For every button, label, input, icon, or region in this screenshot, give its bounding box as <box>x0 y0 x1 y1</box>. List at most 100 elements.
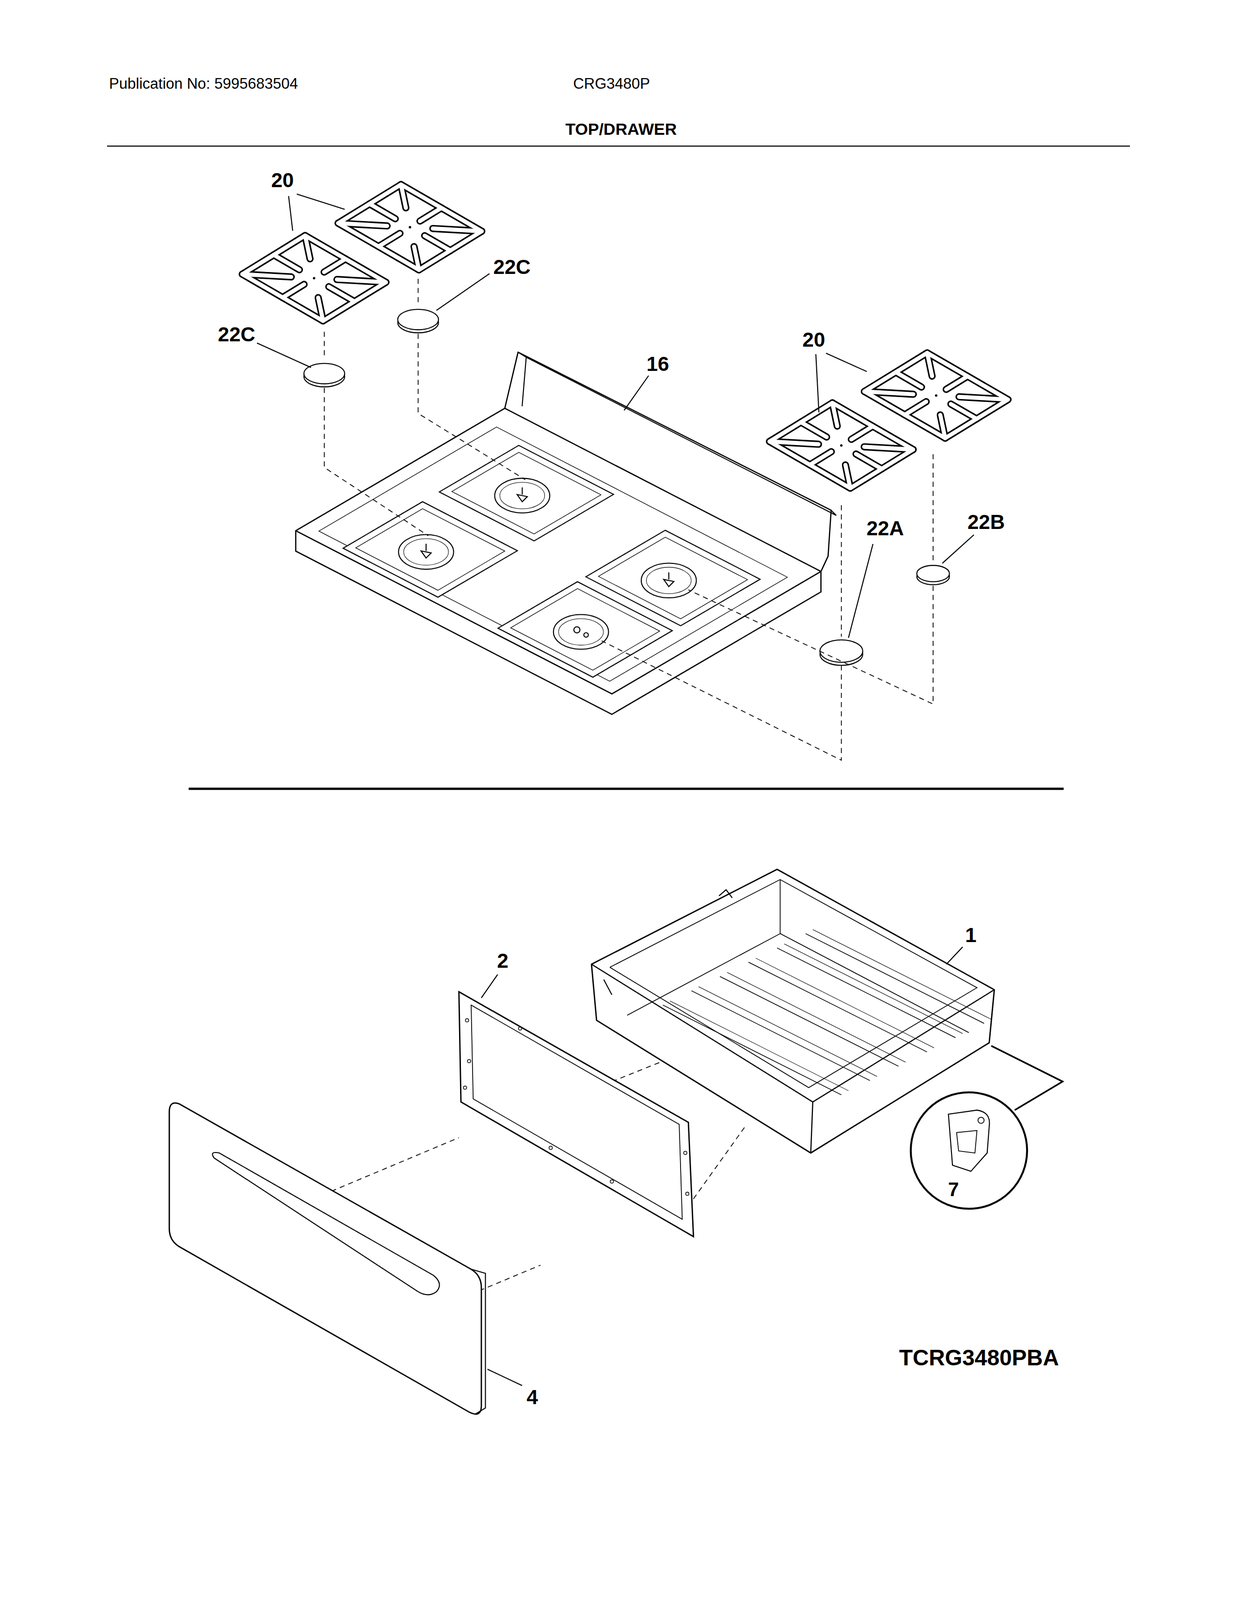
leader-line <box>624 375 649 411</box>
assembly-line <box>324 387 429 536</box>
callout-number: 20 <box>802 328 826 351</box>
grate-finger <box>369 203 396 219</box>
drawer-rib <box>812 929 992 1019</box>
callout-number: 22A <box>866 517 904 540</box>
burner-cap <box>397 309 439 330</box>
grate-finger <box>424 235 451 251</box>
grate-finger <box>800 422 827 438</box>
burner-grate <box>242 235 386 321</box>
cooktop-inner-edge <box>318 427 788 682</box>
burner-well-inner <box>598 537 748 619</box>
leader-line <box>481 974 498 998</box>
grate-finger <box>950 403 977 419</box>
screw-hole <box>467 1059 471 1063</box>
igniter <box>584 632 589 637</box>
burner-head <box>553 614 609 650</box>
leader-line <box>436 273 490 311</box>
grate-finger <box>338 222 388 226</box>
assembly-line <box>840 505 842 637</box>
igniter <box>573 626 581 634</box>
assembly-line <box>417 278 419 307</box>
grate-finger <box>809 451 832 465</box>
clip-body <box>948 1109 990 1172</box>
clip-hole <box>978 1116 985 1124</box>
screw-hole <box>463 1085 467 1090</box>
grate-frame <box>338 184 482 270</box>
grate-frame <box>864 352 1008 439</box>
grate-finger <box>338 222 388 226</box>
assembly-line <box>323 331 325 360</box>
leader-line <box>815 354 819 413</box>
callout-number: 22C <box>493 255 531 279</box>
burner-cap <box>820 639 863 663</box>
grate-finger <box>305 235 311 259</box>
grate-finger <box>419 207 442 222</box>
grate-center <box>839 443 843 447</box>
leader-line <box>848 543 873 638</box>
assembly-line <box>693 1126 745 1199</box>
grate-finger <box>336 279 386 283</box>
header-rule <box>107 145 1130 147</box>
burner-cap <box>916 565 950 582</box>
grate-finger <box>809 451 832 465</box>
grate-finger <box>378 233 400 247</box>
grate-finger <box>378 233 400 247</box>
publication-number: Publication No: 5995683504 <box>109 75 299 92</box>
screw-hole <box>465 1018 469 1022</box>
grate-center <box>934 394 938 397</box>
drawer-rib <box>669 1000 849 1091</box>
detail-leader <box>991 1045 1063 1110</box>
grate-frame <box>242 235 386 321</box>
grate-finger <box>946 376 968 390</box>
cooktop-surface <box>295 408 822 694</box>
grate-center <box>312 276 316 280</box>
drawer-rim <box>609 879 977 1088</box>
drawer-rib <box>727 972 906 1062</box>
grate-finger <box>946 376 968 390</box>
grate-center <box>408 225 412 229</box>
grate-finger <box>895 372 922 388</box>
igniter <box>421 543 432 558</box>
leader-line <box>487 1368 523 1386</box>
burner-ring <box>499 482 545 509</box>
grate-finger <box>940 414 946 439</box>
grate-finger <box>328 286 355 302</box>
leader-line <box>256 342 312 367</box>
igniter <box>663 571 674 587</box>
grate-finger <box>324 258 346 272</box>
burner-well-inner <box>355 508 506 590</box>
burner-well-inner <box>451 452 602 534</box>
drawer-rib <box>748 962 927 1052</box>
burner-well <box>439 445 614 541</box>
assembly-line <box>418 333 526 480</box>
grate-finger <box>424 235 451 251</box>
grate-finger <box>927 352 933 377</box>
grate-finger <box>317 297 323 321</box>
burner-grate <box>769 402 914 489</box>
grate-finger <box>282 284 304 298</box>
grate-finger <box>950 403 977 419</box>
grate-finger <box>800 422 827 438</box>
grate-finger <box>895 372 922 388</box>
burner-head <box>398 534 454 570</box>
grate-frame <box>769 402 914 489</box>
grate-frame <box>338 184 482 270</box>
grate-finger <box>242 273 292 277</box>
grate-finger <box>855 453 882 469</box>
grate-finger <box>864 446 914 450</box>
grate-finger <box>851 426 873 440</box>
callout-number: 20 <box>270 169 294 192</box>
figure-code: TCRG3480PBA <box>899 1345 1060 1370</box>
screw-hole <box>549 1145 553 1150</box>
section-separator <box>188 787 1064 791</box>
leader-line <box>946 946 963 965</box>
grate-finger <box>282 284 304 298</box>
grate-finger <box>324 258 346 272</box>
grate-finger <box>864 446 914 450</box>
burner-head <box>494 477 551 513</box>
drawer-edge <box>810 1101 813 1153</box>
backsplash-edge <box>522 357 526 407</box>
drawer-front-edge <box>471 1268 486 1414</box>
grate-finger <box>242 273 292 277</box>
grate-finger <box>432 228 482 232</box>
